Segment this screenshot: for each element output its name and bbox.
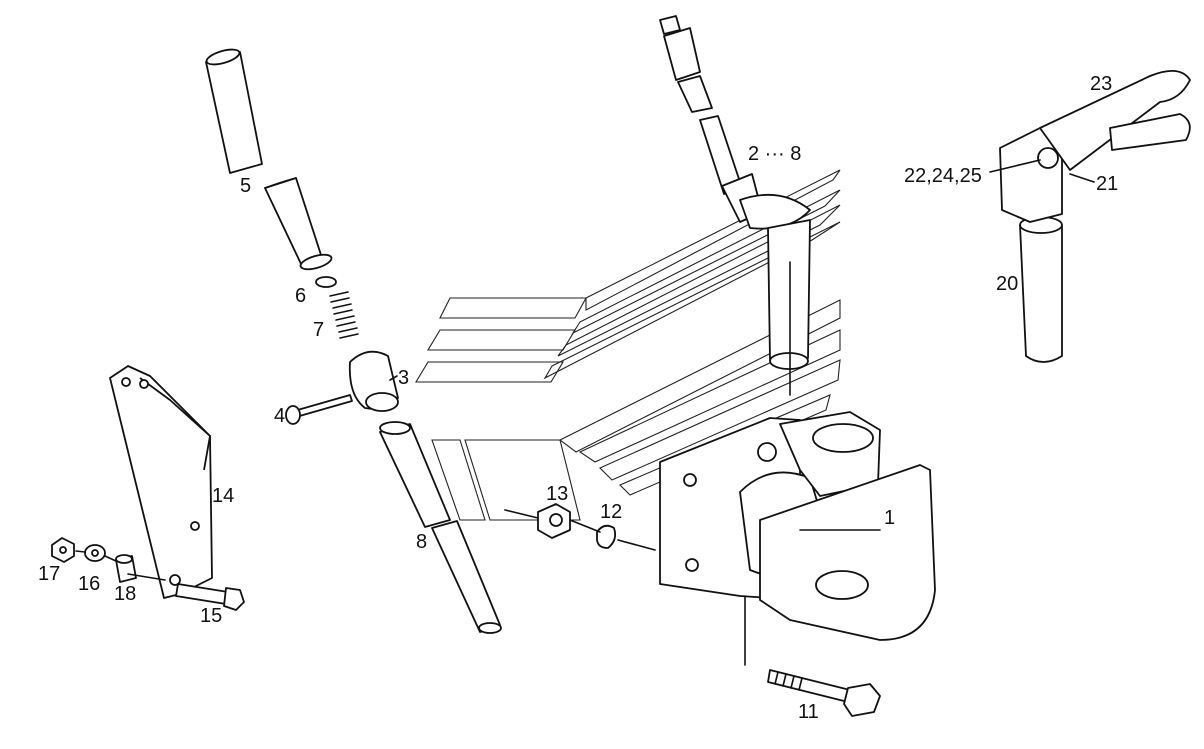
label-part-16: 16 [78,573,100,595]
part-17-nut [51,537,75,563]
part-8-tube [379,421,502,634]
label-part-23: 23 [1090,73,1112,95]
part-14-bracket [109,365,213,599]
assembly-lines [75,159,1095,666]
label-part-17: 17 [38,563,60,585]
label-part-13: 13 [546,483,568,505]
part-labels: 1 2 ··· 8 3 4 5 6 7 8 11 12 13 14 15 16 … [38,73,1118,723]
label-part-3: 3 [398,367,409,389]
part-16-washer [84,544,106,562]
label-part-21: 21 [1096,173,1118,195]
label-part-5: 5 [240,175,251,197]
part-6-o-ring [315,276,337,288]
part-11-bolt [767,669,881,717]
part-15-screw [175,583,245,611]
watermark-logo [415,169,841,521]
label-part-6: 6 [295,285,306,307]
label-part-22-24-25: 22,24,25 [904,165,982,187]
part-5-tube [205,48,333,271]
part-7-spring [329,291,359,339]
label-part-1: 1 [884,507,895,529]
label-part-7: 7 [313,319,324,341]
part-2-8-pin-assembly [659,15,811,370]
part-13-nut [537,503,571,539]
label-part-15: 15 [200,605,222,627]
label-part-12: 12 [600,501,622,523]
part-12-washer [596,524,617,549]
label-part-14: 14 [212,485,234,507]
label-part-20: 20 [996,273,1018,295]
part-18-spacer [115,554,137,583]
part-1-coupling-body [659,411,936,641]
label-part-11: 11 [798,701,819,723]
part-4-pin [285,394,353,425]
part-3-knob [348,350,399,412]
label-part-4: 4 [274,405,285,427]
label-part-2-8: 2 ··· 8 [748,143,801,165]
part-20-25-handle-assembly [999,70,1191,363]
label-part-18: 18 [114,583,136,605]
label-part-8: 8 [416,531,427,553]
